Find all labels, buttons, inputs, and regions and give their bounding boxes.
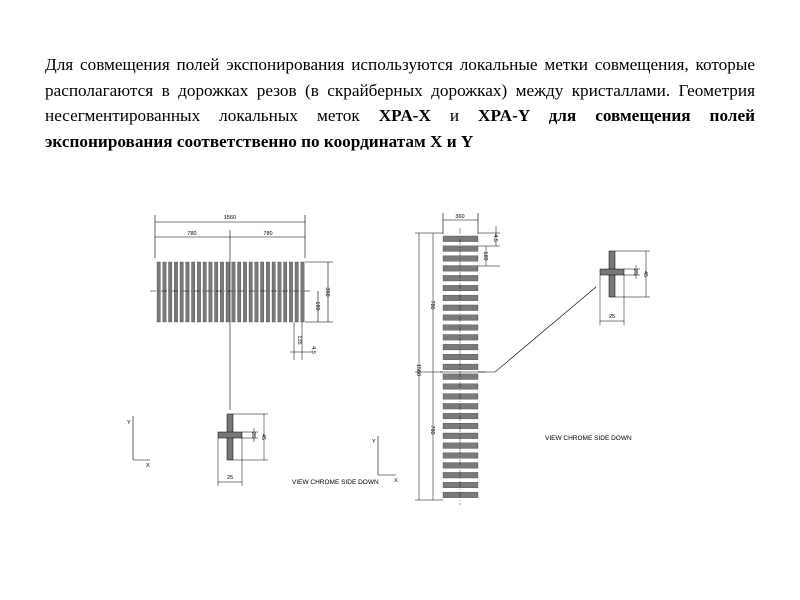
grating-bar [442,294,479,301]
grating-bar [442,403,479,410]
grating-bar [271,261,276,323]
grating-bar [185,261,190,323]
grating-bar [442,354,479,360]
xpa-x-detail-cross: 45 25 25 [217,413,268,486]
grating-bar [442,324,479,331]
view-chrome-side-down-label: VIEW CHROME SIDE DOWN [292,479,379,486]
detail-dim-45: 45 [260,434,266,440]
grating-bar [179,261,184,323]
grating-bar [208,261,213,323]
grating-bar [442,442,479,449]
axis-y-label: Y [372,439,376,445]
axis-x-label: X [394,478,398,484]
detail-dim-25-h: 25 [609,314,615,320]
grating-bar [283,261,288,323]
grating-bar [243,261,247,323]
grating-bar [442,334,479,341]
grating-bar [197,261,201,323]
grating-bar [442,344,479,351]
xpa-y-mark-diagram: 360 4,5 180 780 1560 780 45 [372,213,650,505]
grating-bar [442,255,479,262]
dim-135: 135 [296,335,302,344]
dim-1560: 1560 [224,215,236,221]
dim-4-5: 4,5 [492,234,498,242]
grating-bar [225,261,230,323]
grating-bar [442,482,479,488]
grating-bar [220,261,224,323]
dim-360: 360 [455,214,464,220]
axis-y-label: Y [127,420,131,426]
grating-bar [231,261,236,323]
dim-780-upper: 780 [429,300,435,309]
grating-bar [442,383,479,390]
xpa-y-detail-cross: 45 25 25 [599,250,650,325]
grating-bar [168,261,173,323]
grating-bar [442,304,479,311]
paragraph-bold-2: XPA-Y для совмещения полей экспонировани… [45,106,755,151]
grating-bar [289,261,293,323]
dim-360: 360 [324,287,330,296]
grating-bar [214,261,219,323]
grating-bar [442,491,479,498]
xpa-y-axes: Y X [372,436,398,484]
grating-bar [442,285,479,291]
grating-bar [237,261,242,323]
description-paragraph: Для совмещения полей экспонирования испо… [45,52,755,154]
paragraph-text-1: Для совмещения полей экспонирования испо… [45,55,755,125]
detail-dim-25-v: 25 [632,269,638,275]
grating-bar [248,261,253,323]
grating-bar [294,261,299,323]
grating-bar [174,261,178,323]
grating-bar [442,432,479,439]
grating-bar [442,314,479,321]
dim-4-5: 4,5 [310,346,316,354]
grating-bar [300,261,305,323]
xpa-x-bar-grating [156,261,305,323]
dim-180: 180 [482,251,488,260]
detail-dim-45: 45 [642,271,648,277]
grating-bar [442,363,479,370]
xpa-y-bar-grating [442,235,479,498]
grating-bar [442,235,479,242]
paragraph-bold-1: XPA-X [378,106,431,125]
detail-dim-25-v: 25 [250,432,256,438]
detail-dim-25-h: 25 [227,475,233,481]
grating-bar [442,275,479,282]
dim-780-lower: 780 [429,425,435,434]
grating-bar [442,393,479,400]
grating-bar [442,413,479,420]
grating-bar [442,265,479,272]
dim-180: 180 [314,301,320,310]
grating-bar [162,261,167,323]
grating-bar [442,373,479,380]
grating-bar [260,261,265,323]
grating-bar [254,261,259,323]
grating-bar [442,245,479,252]
grating-bar [442,452,479,459]
grating-bar [277,261,282,323]
dim-780-right: 780 [263,231,272,237]
grating-bar [191,261,196,323]
paragraph-text-2: и [430,106,479,125]
grating-bar [202,261,207,323]
grating-bar [442,472,479,479]
grating-bar [266,261,270,323]
grating-bar [442,422,479,429]
xpa-x-axes: Y X [127,416,150,469]
view-chrome-side-down-label: VIEW CHROME SIDE DOWN [545,435,632,442]
grating-bar [156,261,161,323]
axis-x-label: X [146,463,150,469]
xpa-x-mark-diagram: 1560 780 780 360 180 135 4,5 45 [127,215,379,486]
dim-1560: 1560 [415,364,421,376]
grating-bar [442,462,479,469]
dim-780-left: 780 [187,231,196,237]
